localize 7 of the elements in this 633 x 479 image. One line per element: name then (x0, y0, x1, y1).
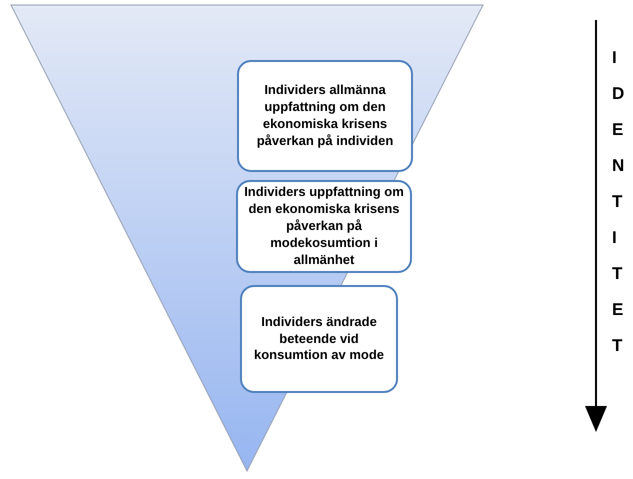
vertical-label: IDENTITET (612, 47, 626, 357)
text-box (236, 180, 412, 273)
box-text: Individers ändrade beteende vid konsumtion av mode (252, 314, 386, 364)
text-box (237, 60, 413, 172)
box-text: Individers allmänna uppfattning om den ekonomiska krisens påverkan på individen (256, 82, 394, 150)
box-text: Individers uppfattning om den ekonomiska krisens påverkan på modekosumtion i allmänhet (244, 184, 404, 269)
text-box (240, 285, 398, 393)
